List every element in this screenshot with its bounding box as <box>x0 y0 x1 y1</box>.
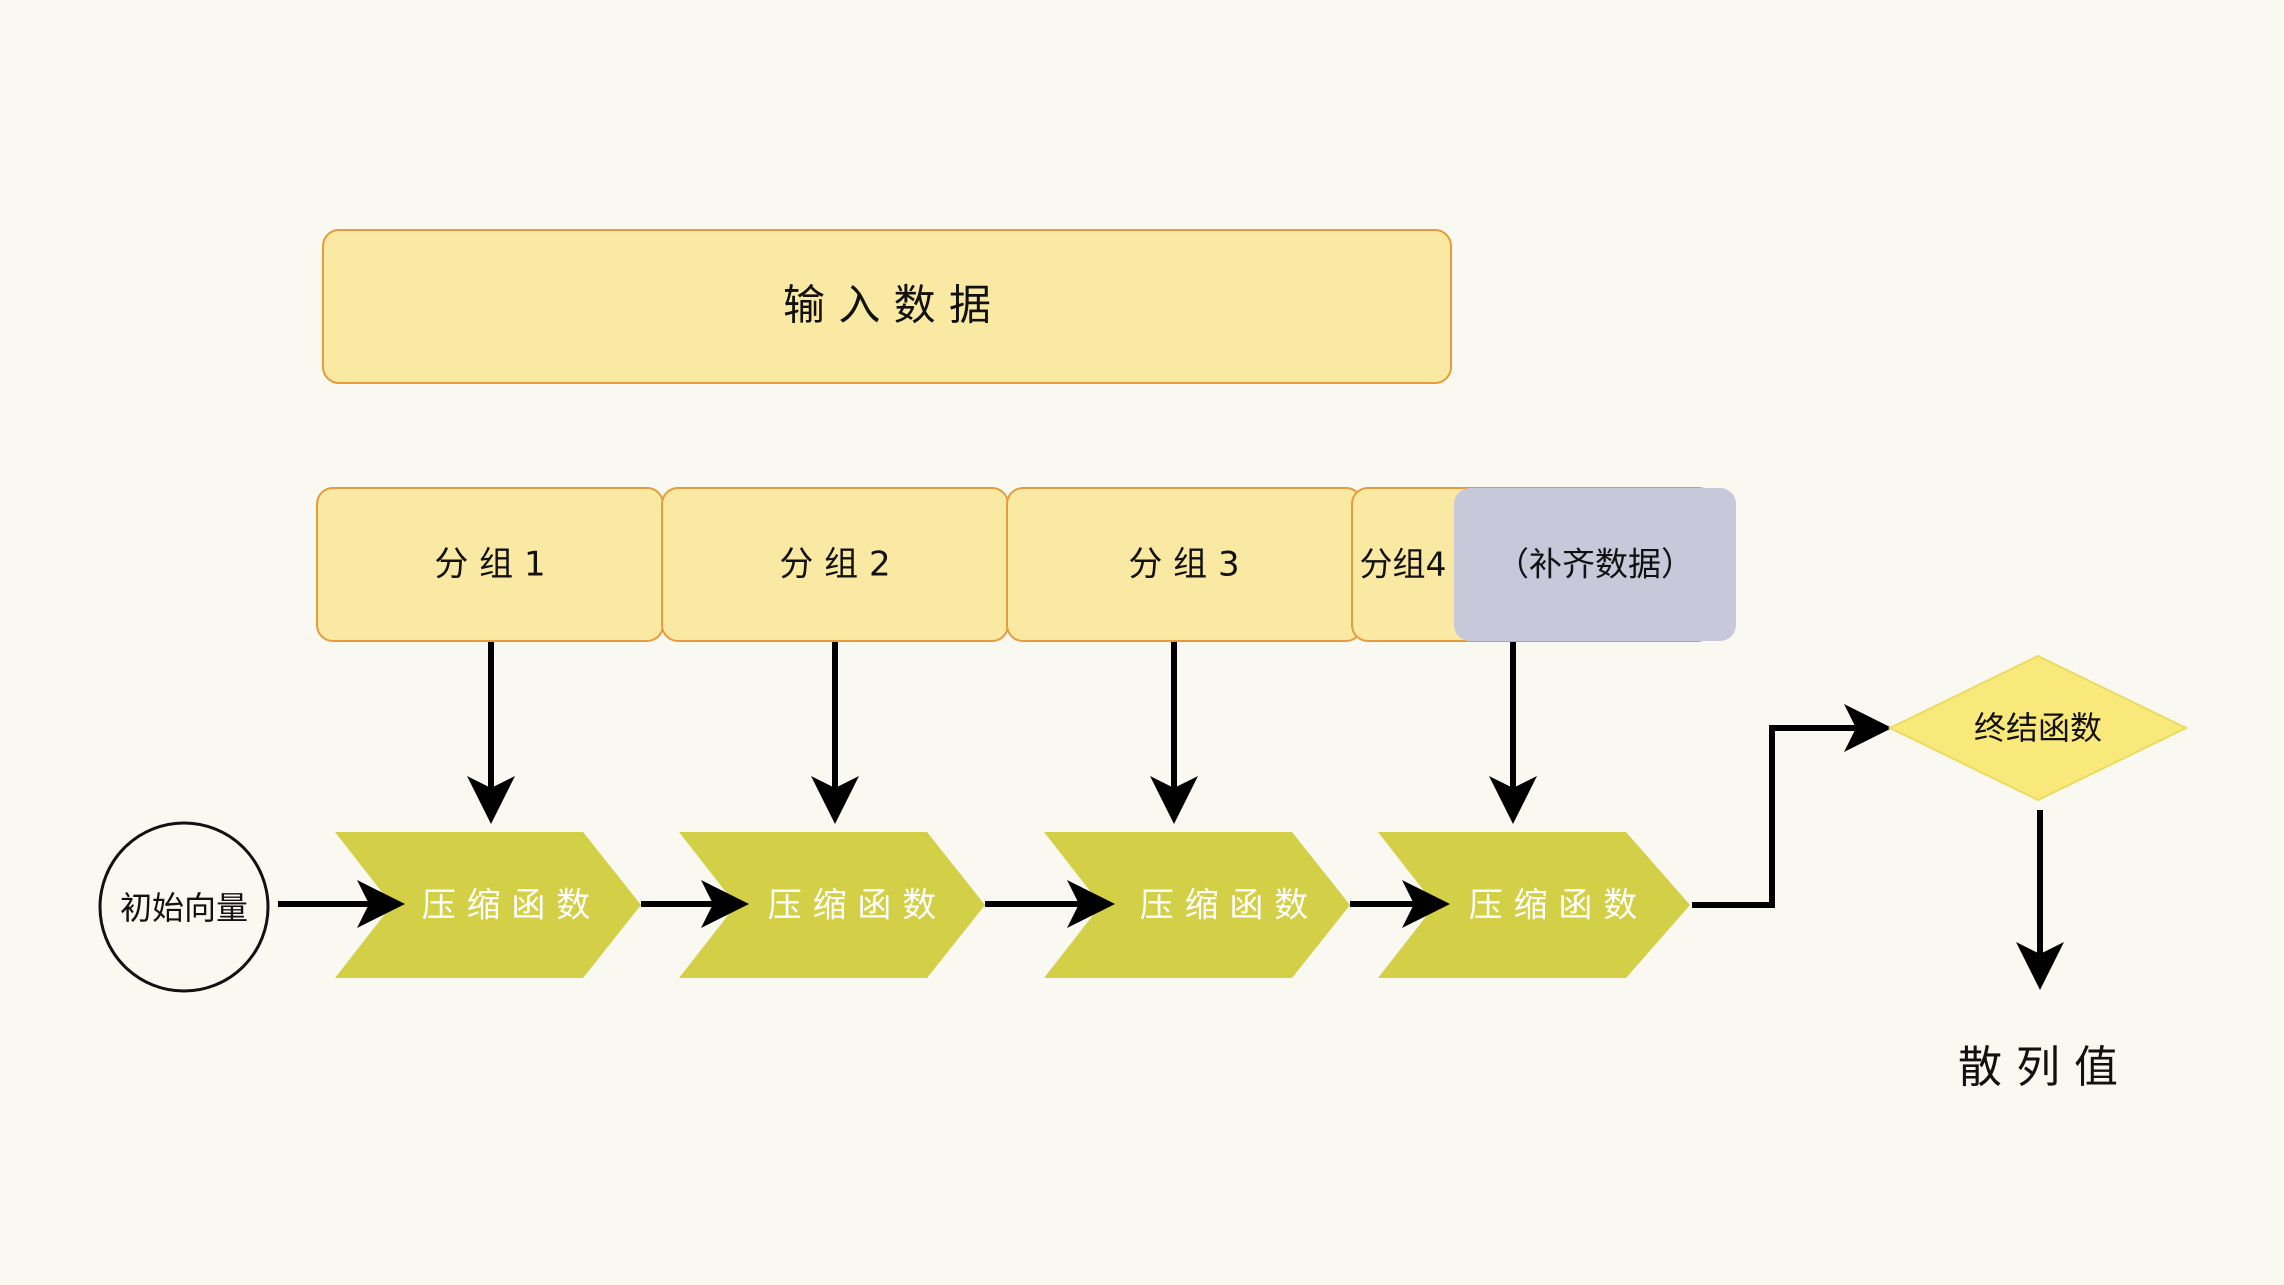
group-box-3: 分 组 3 <box>1006 487 1363 642</box>
compress-function-2: 压 缩 函 数 <box>679 832 985 978</box>
group-box-1: 分 组 1 <box>316 487 664 642</box>
group-label-1: 分 组 1 <box>434 545 545 585</box>
arrow-compress4-to-finalize <box>1692 704 1892 908</box>
compress-function-4: 压 缩 函 数 <box>1378 832 1690 978</box>
group-label-4: 分组4 <box>1360 545 1447 584</box>
input-data-box: 输 入 数 据 <box>322 229 1452 384</box>
compress-label-1: 压 缩 函 数 <box>422 886 590 926</box>
initial-vector-node: 初始向量 <box>98 821 270 993</box>
initial-vector-label: 初始向量 <box>120 889 248 927</box>
padding-label: （补齐数据） <box>1496 545 1694 584</box>
finalize-diamond: 终结函数 <box>1887 654 2189 802</box>
compress-function-3: 压 缩 函 数 <box>1044 832 1350 978</box>
group-box-2: 分 组 2 <box>661 487 1009 642</box>
compress-label-4: 压 缩 函 数 <box>1469 886 1637 926</box>
compress-label-3: 压 缩 函 数 <box>1140 886 1308 926</box>
group-label-3: 分 组 3 <box>1128 545 1239 585</box>
input-data-label: 输 入 数 据 <box>783 281 991 330</box>
compress-function-1: 压 缩 函 数 <box>335 832 641 978</box>
padding-box: （补齐数据） <box>1454 488 1736 641</box>
compress-label-2: 压 缩 函 数 <box>768 886 936 926</box>
group-label-2: 分 组 2 <box>779 545 890 585</box>
hash-value-label: 散 列 值 <box>1958 1042 2118 1093</box>
finalize-label: 终结函数 <box>1974 709 2102 747</box>
